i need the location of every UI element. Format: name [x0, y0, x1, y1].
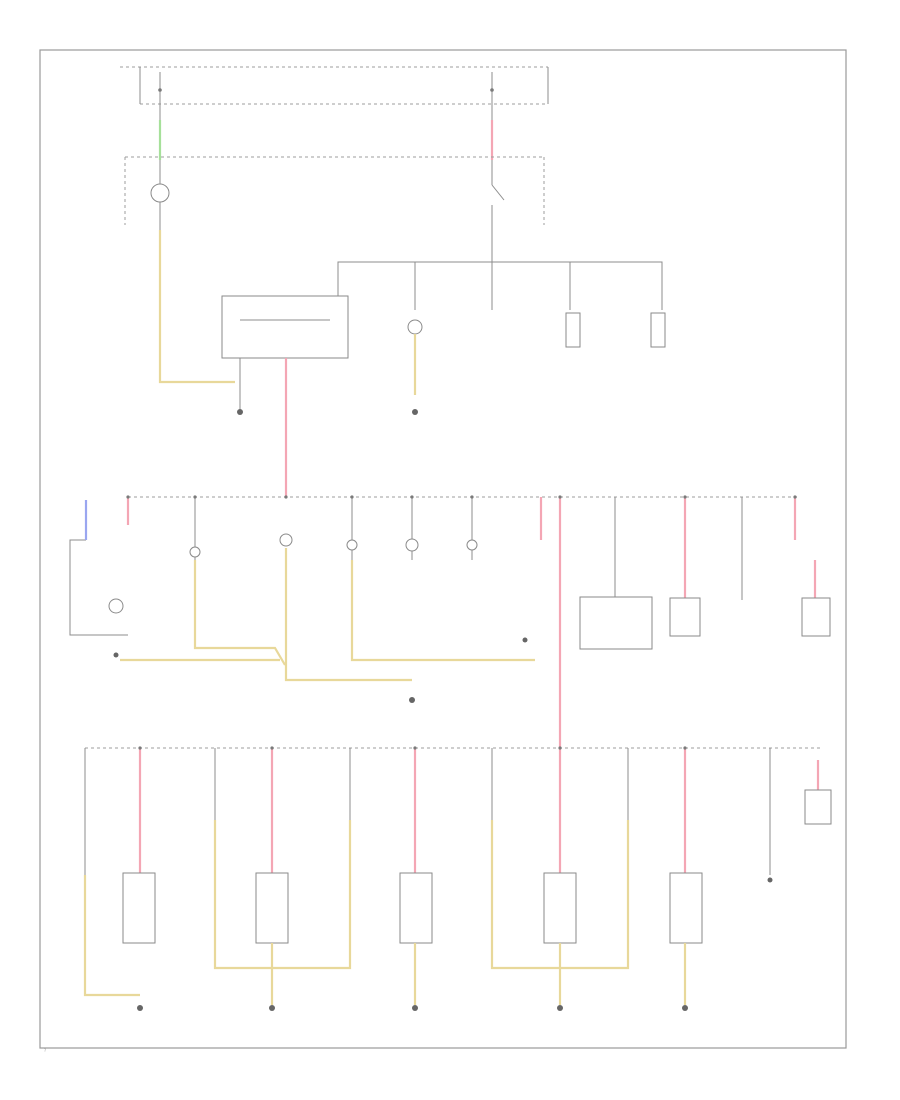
ground-icon-9 — [557, 1005, 563, 1011]
indicator-lamp-icon — [407, 319, 423, 335]
bus-dot-11 — [270, 746, 274, 750]
lower-module-2-icon — [255, 872, 289, 944]
bus-dot-14 — [683, 746, 687, 750]
lamp-icon — [150, 183, 170, 203]
ground-icon-6 — [137, 1005, 143, 1011]
bus-dot-8 — [683, 495, 687, 499]
lower-module-5-icon — [669, 872, 703, 944]
bus-dot-1 — [126, 495, 130, 499]
bus-dot-3 — [284, 495, 288, 499]
module-box-2-icon — [801, 597, 831, 637]
diagram-frame — [39, 49, 847, 1049]
bus-dot-13 — [558, 746, 562, 750]
component-box-a — [565, 312, 581, 348]
left-switch-loop — [69, 539, 128, 636]
lamp-mid-4-icon — [405, 538, 419, 552]
bus-dot-5 — [410, 495, 414, 499]
ground-icon-7 — [269, 1005, 275, 1011]
fuse-right-icon — [490, 88, 494, 92]
connector-box-icon — [579, 596, 653, 650]
ground-icon-1 — [237, 409, 243, 415]
relay-box — [221, 295, 349, 359]
lower-module-3-icon — [399, 872, 433, 944]
ground-icon-5 — [522, 637, 528, 643]
low-yellow-2 — [213, 820, 352, 970]
fuse-left-icon — [158, 88, 162, 92]
low-yellow-1 — [83, 875, 140, 997]
mid-yellow-return-a — [193, 560, 286, 666]
component-box-b — [650, 312, 666, 348]
ground-icon-11 — [767, 877, 773, 883]
switch-contact-icon — [491, 184, 505, 201]
left-lamp-icon — [108, 598, 124, 614]
bus-dot-12 — [413, 746, 417, 750]
lower-module-4-icon — [543, 872, 577, 944]
bus-dot-10 — [138, 746, 142, 750]
bus-dot-7 — [558, 495, 562, 499]
ground-icon-4 — [113, 652, 119, 658]
bus-dot-6 — [470, 495, 474, 499]
module-box-1-icon — [669, 597, 701, 637]
bus-dot-9 — [793, 495, 797, 499]
mid-yellow-return-c — [350, 560, 535, 662]
corner-code: ? — [44, 1048, 46, 1053]
lamp-mid-1-icon — [189, 546, 201, 558]
lower-module-6-icon — [804, 789, 832, 825]
bus-dot-4 — [350, 495, 354, 499]
lamp-wire-yellow — [158, 230, 235, 384]
junction-bar — [337, 261, 663, 310]
lamp-mid-2-icon — [279, 533, 293, 547]
ground-icon-8 — [412, 1005, 418, 1011]
mid-yellow-return-d — [284, 548, 412, 682]
ground-icon-2 — [412, 409, 418, 415]
ground-icon-10 — [682, 1005, 688, 1011]
bus-dot-2 — [193, 495, 197, 499]
lamp-mid-5-icon — [466, 539, 478, 551]
ground-icon-3 — [409, 697, 415, 703]
lamp-mid-3-icon — [346, 539, 358, 551]
lower-module-1-icon — [122, 872, 156, 944]
